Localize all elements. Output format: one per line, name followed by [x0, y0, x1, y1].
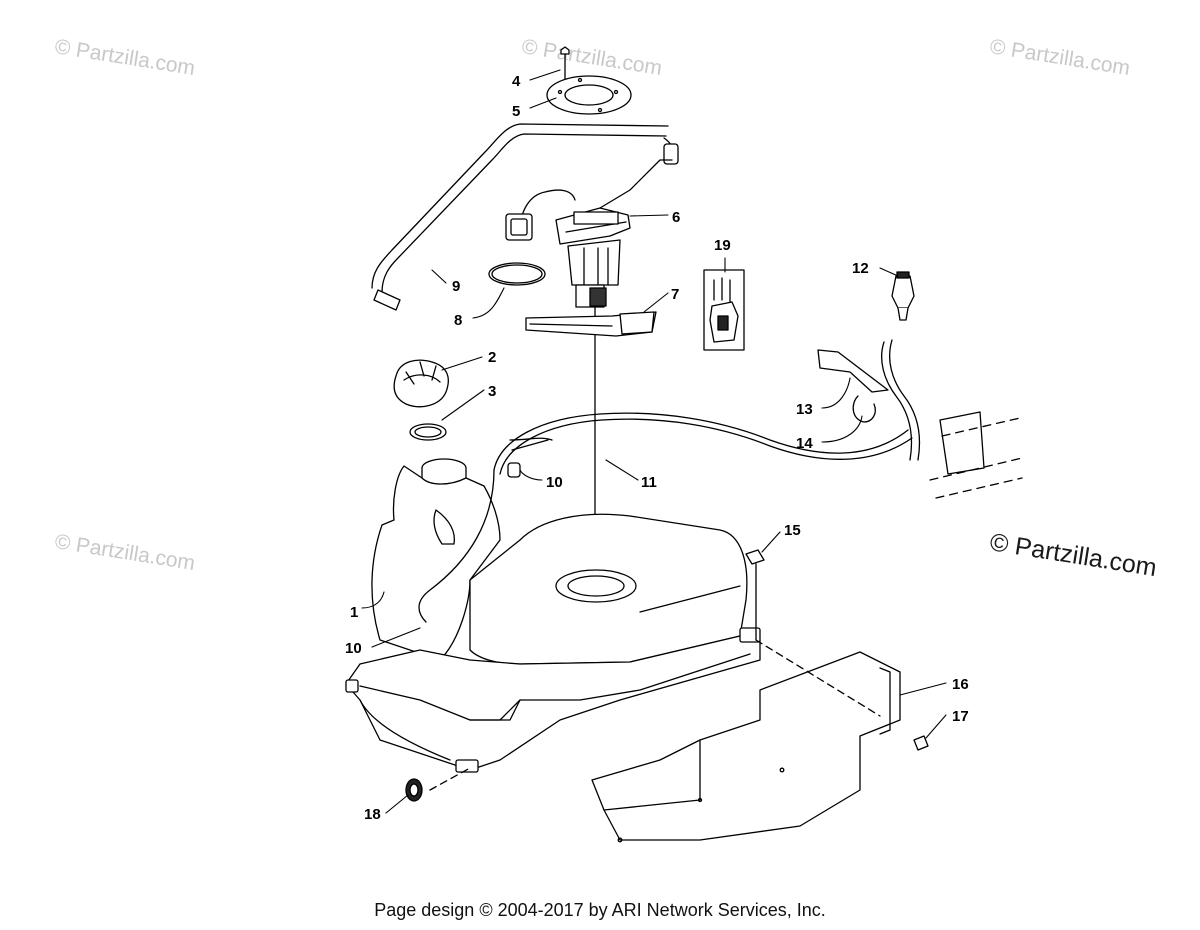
callout-4: 4 — [512, 73, 521, 90]
callout-16: 16 — [952, 676, 969, 693]
sensor-part — [703, 269, 745, 351]
screw-part — [913, 735, 929, 751]
breather-hose-part — [493, 412, 913, 475]
fuel-cap-part — [393, 359, 449, 408]
push-pin-part — [745, 549, 765, 641]
hose-fitting-upper — [507, 462, 521, 478]
pump-oring-inner — [491, 264, 543, 284]
guide-lines — [429, 639, 881, 791]
callout-1: 1 — [350, 604, 358, 621]
callout-2: 2 — [488, 349, 496, 366]
callout-19: 19 — [714, 237, 731, 254]
callout-14: 14 — [796, 435, 813, 452]
callout-18: 18 — [364, 806, 381, 823]
retaining-ring-part — [546, 46, 632, 115]
callout-10: 10 — [546, 474, 563, 491]
fuel-tank-part — [345, 458, 761, 773]
heat-shield-part — [591, 651, 901, 843]
frame-section — [929, 411, 1023, 499]
callout-3: 3 — [488, 383, 496, 400]
fuel-pump-part — [505, 159, 673, 331]
callout-leaders — [361, 69, 947, 814]
grommet-hole — [409, 783, 419, 797]
callout-5: 5 — [512, 103, 520, 120]
callout-7: 7 — [671, 286, 679, 303]
callout-6: 6 — [672, 209, 680, 226]
callout-13: 13 — [796, 401, 813, 418]
callout-12: 12 — [852, 260, 869, 277]
cap-gasket-inner — [414, 426, 442, 438]
callout-9: 9 — [452, 278, 460, 295]
footer-copyright: Page design © 2004-2017 by ARI Network S… — [374, 900, 826, 920]
vent-hose-part — [371, 123, 679, 311]
vent-bracket-part — [817, 339, 921, 461]
callout-8: 8 — [454, 312, 462, 329]
callout-17: 17 — [952, 708, 969, 725]
callout-10b: 10 — [345, 640, 362, 657]
pump-oring-part — [488, 262, 546, 286]
vent-valve-part — [891, 271, 915, 321]
pump-filter-part — [525, 311, 657, 337]
callout-15: 15 — [784, 522, 801, 539]
callout-11: 11 — [641, 474, 657, 491]
